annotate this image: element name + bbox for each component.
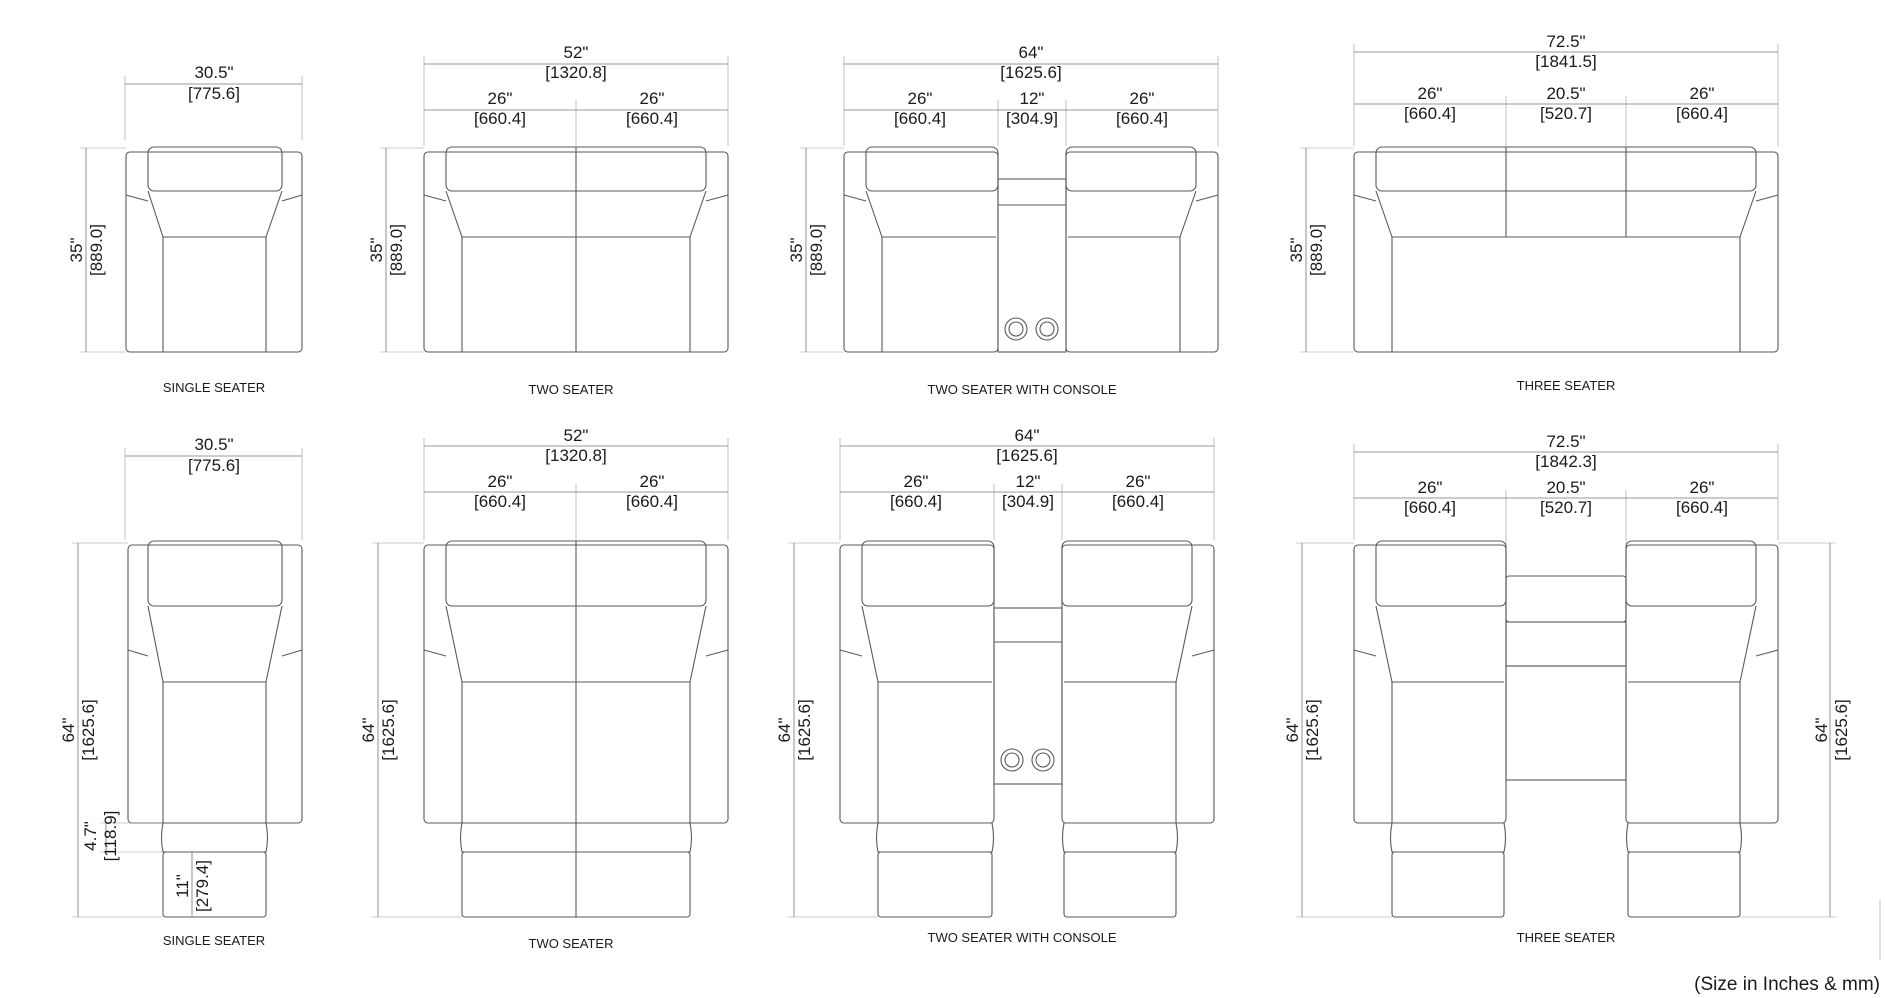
dim-seat-2-mm: [660.4] — [626, 492, 678, 511]
dim-depth-mm: [1625.6] — [379, 699, 398, 760]
dim-depth-in: 64" — [59, 718, 78, 743]
dim-depth-in: 35" — [367, 238, 386, 263]
dim-legrest-mm: [279.4] — [193, 860, 212, 912]
dim-overall-mm: [775.6] — [188, 456, 240, 475]
dim-seat-2-in: 26" — [1126, 472, 1151, 491]
dim-seat-2-in: 20.5" — [1546, 84, 1585, 103]
dim-depth-mm: [889.0] — [1307, 224, 1326, 276]
dim-overall-in: 72.5" — [1546, 32, 1585, 51]
dim-overall-mm: [1841.5] — [1535, 52, 1596, 71]
dim-console-mm: [304.9] — [1002, 492, 1054, 511]
drawing-two-seater-reclined: 52" [1320.8] 26" [660.4] 26" [660.4] 64"… — [359, 426, 729, 951]
dim-legrest-in: 11" — [173, 874, 192, 898]
dim-depth-in: 35" — [67, 238, 86, 263]
drawing-single-seater-reclined: 30.5" [775.6] 64" [1625.6] 4.7" [118.9] … — [59, 435, 303, 948]
dim-seat-2-mm: [660.4] — [1112, 492, 1164, 511]
dim-depth-right-in: 64" — [1812, 718, 1831, 743]
caption: TWO SEATER WITH CONSOLE — [928, 382, 1117, 397]
dim-depth-right-mm: [1625.6] — [1832, 699, 1851, 760]
dim-overall-in: 64" — [1019, 43, 1044, 62]
drawing-three-seater-reclined: 72.5" [1842.3] 26" [660.4] 20.5" [520.7]… — [1283, 432, 1851, 945]
drawing-single-seater-upright: 30.5" [775.6] 35" [889.0] SINGLE SEATER — [67, 63, 303, 395]
caption: SINGLE SEATER — [163, 933, 265, 948]
dim-depth-in: 64" — [775, 718, 794, 743]
dim-depth-mm: [1625.6] — [79, 699, 98, 760]
dim-depth-mm: [889.0] — [807, 224, 826, 276]
dim-overall-in: 72.5" — [1546, 432, 1585, 451]
dim-legrest-gap-mm: [118.9] — [101, 811, 120, 862]
caption: TWO SEATER WITH CONSOLE — [928, 930, 1117, 945]
dim-depth-mm: [1625.6] — [1303, 699, 1322, 760]
units-note: (Size in Inches & mm) — [1694, 974, 1880, 995]
dim-seat-2-in: 26" — [1130, 89, 1155, 108]
dim-overall-mm: [1625.6] — [996, 446, 1057, 465]
dim-overall-in: 30.5" — [194, 63, 233, 82]
dim-seat-1-mm: [660.4] — [890, 492, 942, 511]
dim-seat-2-mm: [660.4] — [1116, 109, 1168, 128]
caption: SINGLE SEATER — [163, 380, 265, 395]
dim-seat-1-in: 26" — [488, 89, 513, 108]
chair-outline — [125, 146, 303, 353]
dim-seat-1-in: 26" — [908, 89, 933, 108]
dim-overall-mm: [1842.3] — [1535, 452, 1596, 471]
caption: TWO SEATER — [529, 936, 614, 951]
dim-depth-mm: [889.0] — [87, 224, 106, 276]
drawing-two-seater-console-upright: 64" [1625.6] 26" [660.4] 12" [304.9] 26"… — [787, 43, 1219, 397]
dim-depth-in: 64" — [359, 718, 378, 743]
dim-seat-3-mm: [660.4] — [1676, 498, 1728, 517]
drawing-two-seater-upright: 52" [1320.8] 26" [660.4] 26" [660.4] 35"… — [367, 43, 729, 397]
dim-overall-mm: [1625.6] — [1000, 63, 1061, 82]
dim-seat-2-in: 26" — [640, 472, 665, 491]
dim-overall-in: 52" — [564, 426, 589, 445]
dim-seat-2-mm: [660.4] — [626, 109, 678, 128]
dim-depth-in: 35" — [787, 238, 806, 263]
drawing-three-seater-upright: 72.5" [1841.5] 26" [660.4] 20.5" [520.7]… — [1287, 32, 1779, 393]
dim-seat-1-in: 26" — [488, 472, 513, 491]
dim-seat-1-mm: [660.4] — [474, 109, 526, 128]
dim-seat-2-mm: [520.7] — [1540, 498, 1592, 517]
dim-seat-1-in: 26" — [1418, 478, 1443, 497]
recliner-outline — [839, 540, 1215, 918]
dim-overall-in: 64" — [1015, 426, 1040, 445]
recliner-outline — [423, 540, 729, 918]
cup-holder-icon — [1004, 317, 1059, 341]
dim-seat-1-mm: [660.4] — [894, 109, 946, 128]
dim-seat-3-in: 26" — [1690, 84, 1715, 103]
drawing-two-seater-console-reclined: 64" [1625.6] 26" [660.4] 12" [304.9] 26"… — [775, 426, 1215, 945]
cup-holder-icon — [1000, 748, 1055, 772]
recliner-outline — [127, 540, 303, 918]
dim-overall-mm: [775.6] — [188, 84, 240, 103]
dim-seat-1-mm: [660.4] — [1404, 498, 1456, 517]
dim-overall-mm: [1320.8] — [545, 446, 606, 465]
dim-seat-1-in: 26" — [904, 472, 929, 491]
dim-depth-mm: [1625.6] — [795, 699, 814, 760]
sofa-outline — [1353, 146, 1779, 353]
caption: THREE SEATER — [1517, 378, 1616, 393]
dim-seat-2-in: 20.5" — [1546, 478, 1585, 497]
dim-console-in: 12" — [1016, 472, 1041, 491]
dim-console-mm: [304.9] — [1006, 109, 1058, 128]
recliner-outline — [1353, 540, 1779, 918]
dim-overall-mm: [1320.8] — [545, 63, 606, 82]
dim-seat-2-mm: [520.7] — [1540, 104, 1592, 123]
dim-seat-1-mm: [660.4] — [1404, 104, 1456, 123]
sofa-outline — [423, 146, 729, 353]
dim-depth-mm: [889.0] — [387, 224, 406, 276]
dim-seat-3-mm: [660.4] — [1676, 104, 1728, 123]
dim-depth-in: 64" — [1283, 718, 1302, 743]
dim-overall-in: 30.5" — [194, 435, 233, 454]
dim-seat-3-in: 26" — [1690, 478, 1715, 497]
sofa-outline — [843, 146, 1219, 353]
dim-seat-1-mm: [660.4] — [474, 492, 526, 511]
dim-console-in: 12" — [1020, 89, 1045, 108]
dim-seat-1-in: 26" — [1418, 84, 1443, 103]
dim-depth-in: 35" — [1287, 238, 1306, 263]
caption: THREE SEATER — [1517, 930, 1616, 945]
dim-overall-in: 52" — [564, 43, 589, 62]
dim-legrest-gap-in: 4.7" — [81, 821, 100, 851]
caption: TWO SEATER — [529, 382, 614, 397]
dim-seat-2-in: 26" — [640, 89, 665, 108]
